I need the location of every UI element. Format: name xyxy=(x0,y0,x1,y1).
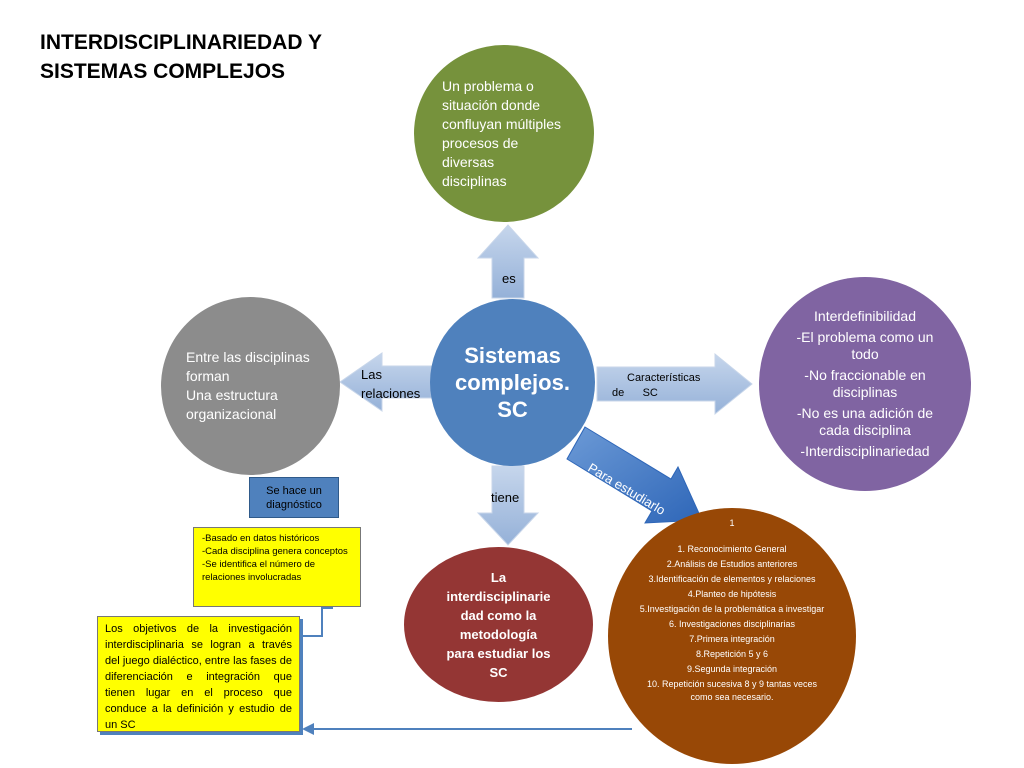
node-steps-item: 4.Planteo de hipótesis xyxy=(687,589,777,599)
node-relations: Entre las disciplinas forman Una estruct… xyxy=(161,297,340,475)
node-characteristics-line: Interdefinibilidad xyxy=(814,308,916,324)
node-relations-line: Una estructura xyxy=(186,387,278,403)
node-methodology-line: interdisciplinarie xyxy=(446,588,551,604)
arrow-right xyxy=(596,352,753,416)
arrow-up-label: es xyxy=(502,271,516,286)
node-steps-header: 1 xyxy=(729,518,735,528)
arrow-left-label-1: Las xyxy=(361,367,382,382)
note-diagnostic-line: -Cada disciplina genera conceptos xyxy=(202,546,348,557)
arrow-down xyxy=(476,465,540,546)
arrow-diagonal xyxy=(566,426,703,524)
connector-bottom-arrowhead xyxy=(302,723,314,735)
node-steps-item: 10. Repetición sucesiva 8 y 9 tantas vec… xyxy=(646,679,818,702)
arrow-left-label-2: relaciones xyxy=(361,386,421,401)
node-definition-line: procesos de diversas xyxy=(442,134,519,170)
note-diagnostic-details: -Basado en datos históricos -Cada discip… xyxy=(193,527,361,607)
diagnostic-box-line: Se hace un xyxy=(266,484,322,497)
connector-yellow xyxy=(303,607,333,637)
node-steps-item: 8.Repetición 5 y 6 xyxy=(695,649,769,659)
node-methodology-line: dad como la xyxy=(460,607,537,623)
node-definition-line: situación donde xyxy=(442,96,541,113)
node-characteristics-line: -No es una adición de cada disciplina xyxy=(796,405,934,438)
diagnostic-box-line: diagnóstico xyxy=(266,498,322,511)
node-steps-item: 3.Identificación de elementos y relacion… xyxy=(648,574,816,584)
node-methodology-line: La xyxy=(490,569,507,585)
node-methodology-line: SC xyxy=(489,664,508,680)
arrow-down-label: tiene xyxy=(491,490,520,505)
title-line-2: SISTEMAS COMPLEJOS xyxy=(40,60,286,83)
node-methodology: La interdisciplinarie dad como la metodo… xyxy=(404,547,593,702)
node-center-line: complejos. xyxy=(455,370,570,395)
node-steps-item: 1. Reconocimiento General xyxy=(677,544,787,554)
node-steps-item: 9.Segunda integración xyxy=(686,664,778,674)
note-objectives: Los objetivos de la investigación interd… xyxy=(97,616,300,732)
arrow-right-label: Características de SC xyxy=(612,371,700,401)
node-characteristics-line: -Interdisciplinariedad xyxy=(800,443,930,459)
title-line-1: INTERDISCIPLINARIEDAD Y xyxy=(40,31,322,54)
node-methodology-line: para estudiar los xyxy=(446,645,551,661)
node-characteristics-line: -El problema como un todo xyxy=(796,329,934,362)
node-center-line: Sistemas xyxy=(464,343,561,368)
node-center: Sistemas complejos. SC xyxy=(430,299,595,466)
node-steps-item: 2.Análisis de Estudios anteriores xyxy=(666,559,798,569)
diagnostic-box: Se hace un diagnóstico xyxy=(249,477,339,518)
node-steps-item: 7.Primera integración xyxy=(689,634,775,644)
node-steps: 1 1. Reconocimiento General 2.Análisis d… xyxy=(608,508,856,764)
node-steps-item: 5.Investigación de la problemática a inv… xyxy=(639,604,825,614)
note-diagnostic-line: -Se identifica el número de relaciones i… xyxy=(202,559,316,583)
arrow-right-label-1: Características xyxy=(627,372,701,384)
node-steps-item: 6. Investigaciones disciplinarias xyxy=(668,619,796,629)
node-definition: Un problema o situación donde confluyan … xyxy=(414,45,594,222)
arrow-up xyxy=(476,224,540,299)
node-relations-line: forman xyxy=(186,368,230,384)
node-center-line: SC xyxy=(497,397,528,422)
node-definition-line: disciplinas xyxy=(442,172,507,189)
node-definition-line: Un problema o xyxy=(442,77,534,94)
arrow-left xyxy=(339,352,433,412)
arrow-left-label: Las relaciones xyxy=(361,365,420,403)
node-relations-line: organizacional xyxy=(186,406,277,422)
node-relations-line: Entre las disciplinas xyxy=(186,349,310,365)
node-characteristics: Interdefinibilidad -El problema como un … xyxy=(759,277,971,491)
node-definition-line: confluyan múltiples xyxy=(442,115,562,132)
arrow-right-label-2: de SC xyxy=(612,387,658,399)
page-title: INTERDISCIPLINARIEDAD Y SISTEMAS COMPLEJ… xyxy=(40,28,370,86)
node-methodology-line: metodología xyxy=(459,626,538,642)
node-characteristics-line: -No fraccionable en disciplinas xyxy=(804,367,926,400)
note-diagnostic-line: -Basado en datos históricos xyxy=(202,533,320,544)
